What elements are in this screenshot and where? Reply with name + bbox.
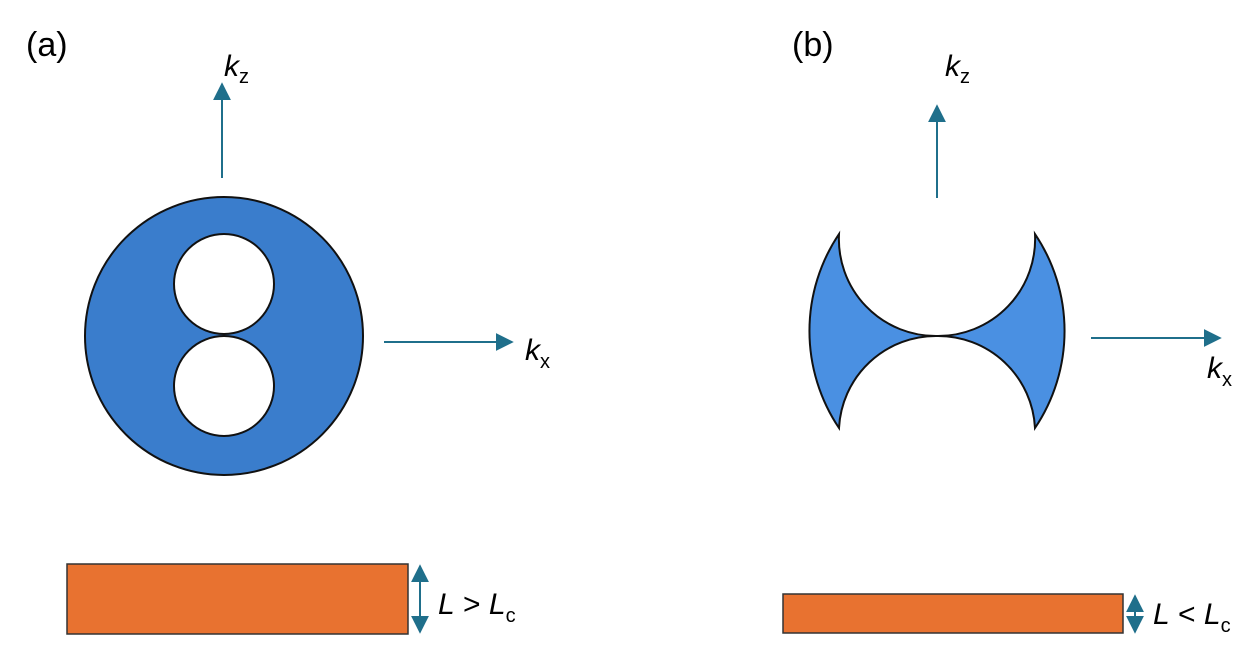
kz-label-b: kz — [945, 50, 970, 88]
kx-label-a: kx — [525, 334, 550, 373]
panel-b: (b) kz kx L < Lc — [782, 26, 1232, 637]
fermi-surface-b — [808, 230, 1066, 432]
fermi-surface-a — [83, 196, 365, 476]
panel-a-label: (a) — [26, 26, 68, 64]
slab-label-a: L > Lc — [438, 588, 516, 627]
kx-label-b: kx — [1207, 352, 1232, 391]
slab-b — [782, 593, 1124, 634]
kz-label-a: kz — [224, 50, 249, 88]
slab-label-b: L < Lc — [1153, 598, 1231, 637]
slab-a — [66, 563, 409, 635]
panel-b-label: (b) — [792, 26, 834, 64]
panel-a: (a) kz kx L > Lc — [26, 26, 550, 635]
